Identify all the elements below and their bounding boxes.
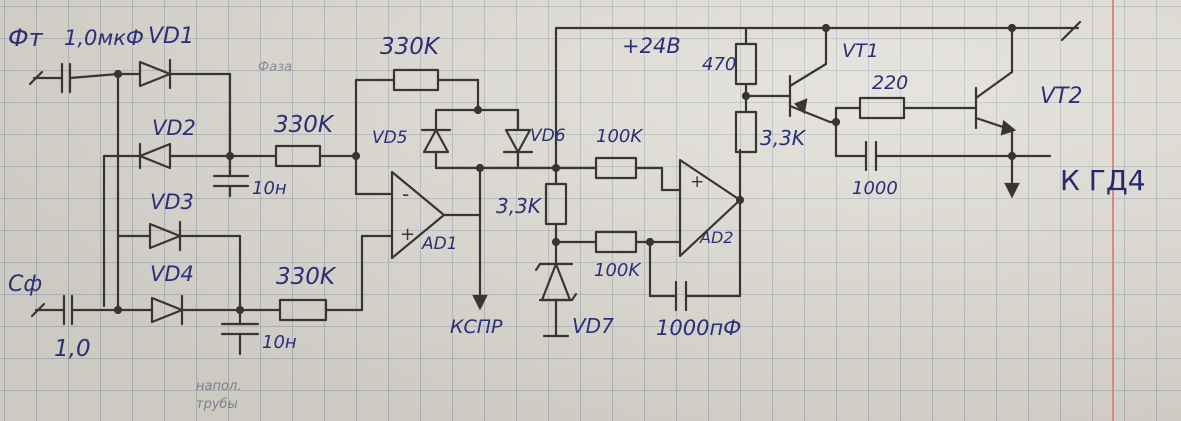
- zener-vd7-label: VD7: [572, 314, 614, 338]
- op-amp-ad2: [678, 158, 742, 258]
- resistor-r-vt-base-label: 220: [872, 72, 909, 94]
- input-bottom-terminal: [30, 302, 66, 318]
- transistor-vt1: [788, 26, 832, 124]
- diode-vd6-label: VD6: [530, 126, 566, 146]
- op-amp-ad2-label: AD2: [700, 228, 734, 247]
- resistor-r-in-bottom: [278, 234, 394, 322]
- diode-vd3: [138, 220, 242, 310]
- resistor-r-in-top: [274, 144, 358, 168]
- cap-in-bottom-label: 1,0: [54, 336, 91, 362]
- output-gd4-label: К ГД4: [1060, 164, 1146, 197]
- transistor-vt1-label: VT1: [842, 40, 879, 62]
- resistor-r-fb: [354, 68, 480, 112]
- resistor-r-vt-base: [834, 96, 978, 120]
- op-amp-ad1: [390, 170, 446, 260]
- input-top-terminal: [28, 70, 64, 86]
- diode-vd1-label: VD1: [148, 24, 194, 49]
- supply-label: +24В: [622, 34, 681, 58]
- diode-vd3-label: VD3: [150, 190, 194, 214]
- resistor-r-fb-label: 330K: [380, 34, 439, 60]
- diode-vd4: [116, 294, 242, 326]
- output-kspr-label: КСПР: [450, 316, 503, 338]
- diode-vd1: [116, 58, 232, 158]
- note-top-faint: Фаза: [258, 60, 293, 75]
- ad2-plus-label: +: [690, 172, 705, 192]
- transistor-vt2-label: VT2: [1040, 84, 1083, 109]
- cap-filter-top-label: 10н: [252, 178, 287, 199]
- cap-ad2-label: 1000пФ: [656, 316, 742, 340]
- diode-vd2-label: VD2: [152, 116, 196, 140]
- capacitor-c-filter-bottom: [220, 308, 260, 356]
- input-bottom-label: Сф: [8, 272, 43, 297]
- input-top-label: Фт: [8, 24, 43, 52]
- capacitor-c-filter-top: [212, 154, 250, 198]
- capacitor-c-ad2: [648, 280, 742, 312]
- resistor-r-div-label: 3,3K: [496, 194, 541, 218]
- diode-vd6: [476, 108, 534, 170]
- resistor-r-ad2-top: [554, 156, 682, 192]
- resistor-r-ad2-bottom: [594, 230, 682, 254]
- resistor-r-vt-top-label: 470: [702, 54, 737, 75]
- cap-in-top-label: 1,0мкФ: [64, 26, 145, 50]
- ad1-plus-label: +: [400, 224, 416, 245]
- capacitor-c-vt: [834, 140, 1014, 172]
- page-margin-line: [1112, 0, 1114, 421]
- cap-vt-label: 1000: [852, 178, 898, 199]
- resistor-r-ad2-bottom-label: 100K: [594, 260, 641, 281]
- diode-vd5-label: VD5: [372, 128, 408, 148]
- note-bottom-faint: напол. трубы: [196, 379, 242, 412]
- resistor-r-in-top-label: 330K: [274, 112, 333, 138]
- cap-filter-bottom-label: 10н: [262, 332, 297, 353]
- resistor-r-ad2-top-label: 100K: [596, 126, 643, 147]
- op-amp-ad1-label: AD1: [422, 234, 458, 254]
- resistor-r-in-bottom-label: 330K: [276, 264, 335, 290]
- ad1-minus-label: -: [402, 182, 410, 206]
- supply-terminal: [1060, 20, 1082, 42]
- diode-vd4-label: VD4: [150, 262, 194, 286]
- diode-vd5: [420, 108, 480, 170]
- diode-vd2: [138, 142, 232, 170]
- resistor-r-vt-mid-label: 3,3K: [760, 126, 805, 150]
- zener-vd7: [534, 240, 578, 338]
- resistor-r-vt-mid: [734, 94, 758, 154]
